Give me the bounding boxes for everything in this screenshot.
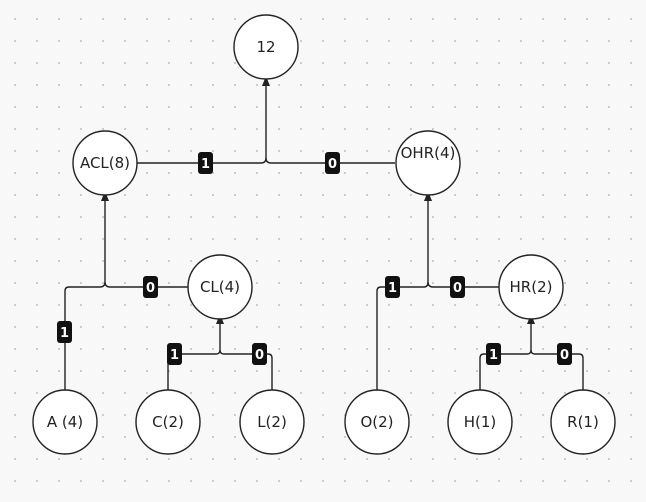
edge-l-cl (219, 349, 273, 392)
node-label: R(1) (567, 413, 599, 431)
edge-label-hr-ohr: 0 (450, 276, 465, 298)
edge-label-text: 1 (201, 157, 210, 172)
edge-label-text: 1 (489, 348, 498, 363)
edge-label-text: 1 (388, 281, 397, 296)
edge-acl-root (137, 76, 270, 164)
node-label: O(2) (360, 413, 393, 431)
edge-label-r-hr: 0 (557, 343, 572, 365)
edge-label-acl-root: 1 (198, 152, 213, 174)
edge-label-a-acl: 1 (57, 321, 72, 343)
node-label: L(2) (257, 413, 287, 431)
node-root[interactable]: 12 (233, 14, 299, 80)
edge-cl-acl (104, 281, 188, 288)
edge-label-text: 0 (453, 281, 462, 296)
node-c[interactable]: C(2) (135, 389, 201, 455)
edge-label-text: 0 (146, 281, 155, 296)
edge-label-ohr-root: 0 (325, 152, 340, 174)
edge-label-text: 1 (60, 326, 69, 341)
edge-a-acl (64, 191, 109, 392)
node-r[interactable]: R(1) (550, 389, 616, 455)
edge-r-hr (530, 349, 584, 392)
node-label: 12 (256, 38, 275, 56)
edge-label-text: 0 (560, 348, 569, 363)
node-label: C(2) (152, 413, 184, 431)
edge-label-text: 0 (328, 157, 337, 172)
node-a[interactable]: A (4) (32, 389, 98, 455)
node-label: A (4) (47, 413, 83, 431)
edge-label-cl-acl: 0 (143, 276, 158, 298)
edge-hr-ohr (427, 281, 500, 288)
edge-labels-layer: 1 0 1 0 1 0 1 0 (57, 152, 572, 365)
node-label: ACL(8) (80, 154, 130, 172)
node-o[interactable]: O(2) (344, 389, 410, 455)
edge-label-text: 1 (170, 348, 179, 363)
node-acl[interactable]: ACL(8) (72, 130, 138, 196)
node-cl[interactable]: CL(4) (187, 254, 253, 320)
nodes-layer: 12 ACL(8) OHR(4) CL(4) HR(2) A (4) C(2) (32, 14, 616, 455)
edge-o-ohr (376, 191, 432, 392)
edge-label-text: 0 (255, 348, 264, 363)
node-label: CL(4) (200, 278, 240, 296)
node-l[interactable]: L(2) (239, 389, 305, 455)
edge-ohr-root (265, 157, 395, 164)
node-h[interactable]: H(1) (447, 389, 513, 455)
edges-layer (64, 76, 584, 392)
edge-label-o-ohr: 1 (385, 276, 400, 298)
node-label: OHR(4) (401, 144, 456, 162)
node-label: HR(2) (510, 278, 553, 296)
edge-label-l-cl: 0 (252, 343, 267, 365)
node-hr[interactable]: HR(2) (498, 254, 564, 320)
node-ohr[interactable]: OHR(4) (395, 130, 461, 196)
node-label: H(1) (464, 413, 497, 431)
edge-label-c-cl: 1 (167, 343, 182, 365)
edge-label-h-hr: 1 (486, 343, 501, 365)
